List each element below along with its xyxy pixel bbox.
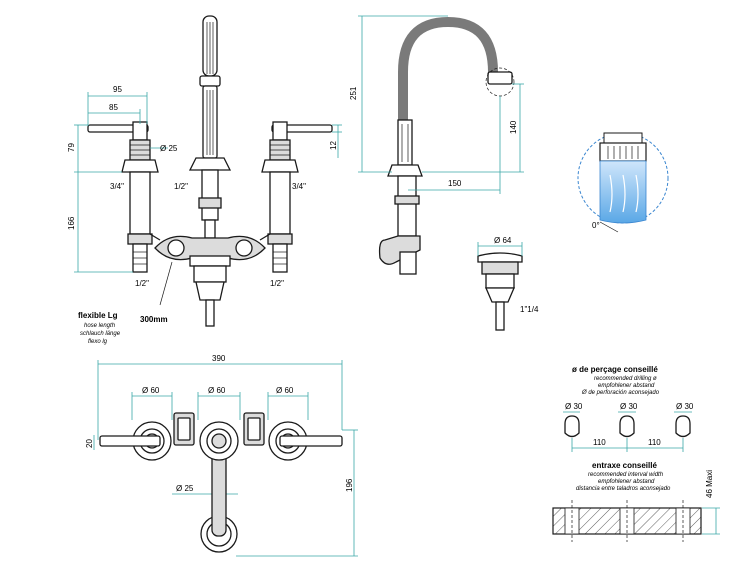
detail-angle: 0° bbox=[592, 221, 600, 230]
dim-166: 166 bbox=[67, 216, 76, 230]
spout bbox=[188, 15, 232, 239]
drilling-title: ø de perçage conseillé bbox=[572, 365, 658, 374]
center-es: distancia entre taladros aconsejado bbox=[576, 486, 671, 492]
side-dimensions bbox=[358, 15, 524, 194]
dim-95: 95 bbox=[113, 85, 122, 94]
connector-assembly bbox=[149, 233, 271, 327]
front-view: 95 85 79 166 12 Ø 25 3/4" 1/2" 3/4" 1/2"… bbox=[67, 15, 342, 345]
thread-left: 3/4" bbox=[110, 182, 124, 191]
front-dimensions bbox=[74, 92, 342, 306]
top-view: 390 Ø 60 Ø 60 Ø 60 20 196 Ø 25 bbox=[85, 354, 358, 557]
gooseneck-spout bbox=[378, 16, 515, 275]
dim-dia25-top: Ø 25 bbox=[176, 484, 194, 493]
drill-dia-3: Ø 30 bbox=[676, 402, 694, 411]
waste-drain: Ø 64 1"1/4 bbox=[477, 236, 539, 331]
dim-dia60-center: Ø 60 bbox=[208, 386, 226, 395]
drill-dia-1: Ø 30 bbox=[565, 402, 583, 411]
drilling-section: ø de perçage conseillé recommended drill… bbox=[563, 365, 694, 452]
hose-label-title: flexible Lg bbox=[78, 311, 118, 320]
thread-center: 1/2" bbox=[174, 182, 188, 191]
dim-85: 85 bbox=[109, 103, 118, 112]
thread-right: 3/4" bbox=[292, 182, 306, 191]
hose-label-en: hose length bbox=[84, 323, 116, 329]
hose-label: flexible Lg hose length schlauch länge f… bbox=[78, 311, 121, 345]
dim-dia60-right: Ø 60 bbox=[276, 386, 294, 395]
dim-12: 12 bbox=[329, 141, 338, 150]
hose-label-de: schlauch länge bbox=[80, 331, 121, 337]
drilling-de: empfohlener abstand bbox=[598, 383, 655, 389]
dim-dia60-left: Ø 60 bbox=[142, 386, 160, 395]
drilling-en: recommended drilling ø bbox=[594, 376, 657, 382]
thickness-max: 46 Maxi bbox=[705, 470, 714, 498]
dim-196: 196 bbox=[345, 478, 354, 492]
dim-20: 20 bbox=[85, 439, 94, 448]
right-valve bbox=[261, 121, 333, 273]
dim-dia64: Ø 64 bbox=[494, 236, 512, 245]
hose-length-value: 300mm bbox=[140, 315, 168, 324]
left-valve bbox=[87, 121, 159, 273]
aerator-detail: 0° bbox=[577, 132, 669, 233]
center-title: entraxe conseillé bbox=[592, 461, 657, 470]
dim-79: 79 bbox=[67, 143, 76, 152]
drill-dia-2: Ø 30 bbox=[620, 402, 638, 411]
dim-251: 251 bbox=[349, 86, 358, 100]
drill-spacing-1: 110 bbox=[593, 438, 606, 447]
hose-label-es: flexo lg bbox=[88, 339, 108, 345]
waste-thread: 1"1/4 bbox=[520, 305, 539, 314]
thread-bottom-right: 1/2" bbox=[270, 279, 284, 288]
dim-140: 140 bbox=[509, 120, 518, 134]
center-de: empfohlener abstand bbox=[598, 479, 655, 485]
drill-spacing-2: 110 bbox=[648, 438, 661, 447]
thread-bottom-left: 1/2" bbox=[135, 279, 149, 288]
drilling-es: Ø de perforación aconsejado bbox=[581, 390, 660, 396]
center-en: recommended interval width bbox=[588, 472, 664, 478]
dim-390: 390 bbox=[212, 354, 226, 363]
dim-150: 150 bbox=[448, 179, 462, 188]
center-distance-section: entraxe conseillé recommended interval w… bbox=[552, 461, 720, 542]
dim-dia25-front: Ø 25 bbox=[160, 144, 178, 153]
side-view: 251 140 150 bbox=[349, 15, 524, 275]
